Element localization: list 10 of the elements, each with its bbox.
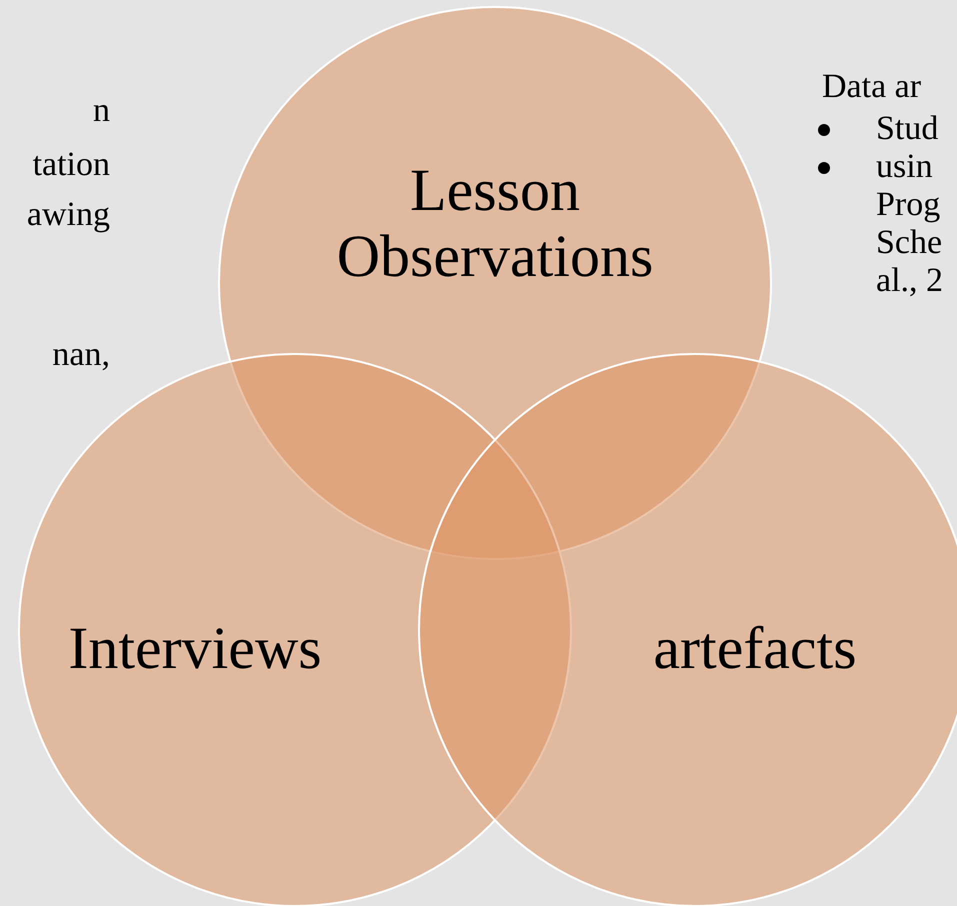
circle-label: Interviews: [67, 615, 323, 681]
circle-label: Lesson Observations: [336, 157, 654, 289]
text-fragment: n: [92, 92, 110, 130]
text-fragment: usin Prog Sche al., 2: [876, 148, 944, 300]
text-fragment: tation: [32, 146, 110, 184]
text-fragment: Stud: [876, 110, 940, 148]
text-fragment: nan,: [51, 336, 110, 374]
circle-label: artefacts: [652, 615, 858, 681]
text-fragment: awing: [26, 196, 110, 234]
text-fragment: Data ar: [822, 68, 922, 106]
